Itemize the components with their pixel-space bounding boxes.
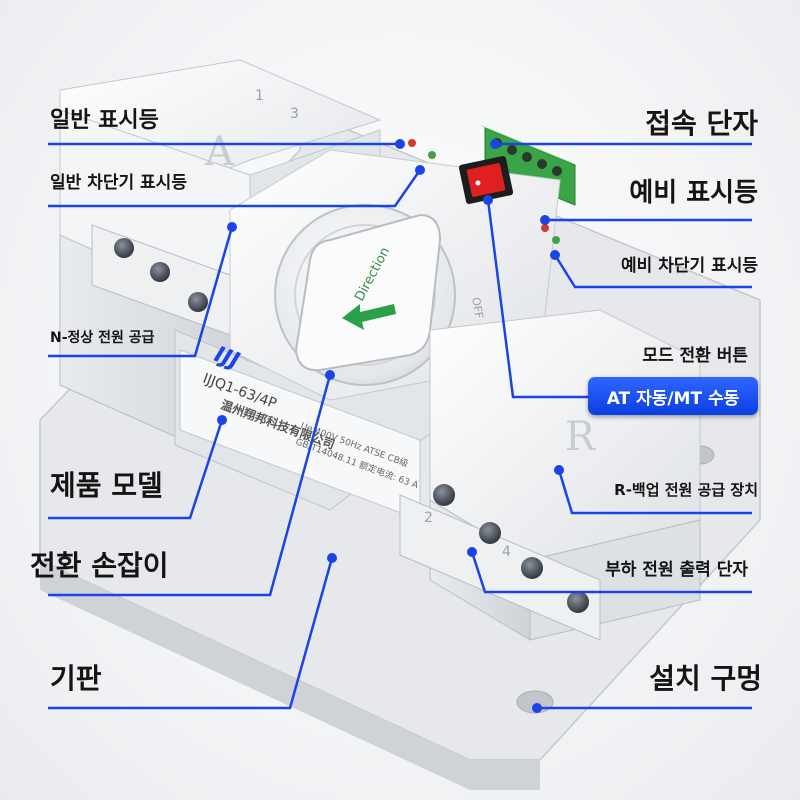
leader-dot	[467, 547, 477, 557]
normal-breaker-led	[428, 151, 436, 159]
face-letter-a: A	[204, 129, 235, 175]
leader-lines	[48, 142, 752, 710]
leader-dot	[227, 222, 237, 232]
terminal-number: 2	[424, 510, 433, 526]
label-backup-breaker-indicator: 예비 차단기 표시등	[621, 256, 758, 276]
label-switch-handle: 전환 손잡이	[30, 549, 169, 582]
leader-dot	[540, 215, 550, 225]
label-connection-terminal: 접속 단자	[645, 107, 758, 140]
label-r-backup-supply: R-백업 전원 공급 장치	[614, 481, 758, 499]
backup-indicator-led	[541, 224, 549, 232]
direction-arrow	[342, 304, 396, 330]
terminal-screw	[479, 522, 501, 544]
mode-values-pill: AT 자동/MT 수동	[588, 377, 758, 415]
leader-dots	[217, 139, 564, 713]
normal-indicator-led	[408, 139, 416, 147]
terminal-screw	[433, 484, 455, 506]
leader-dot	[554, 465, 564, 475]
label-mounting-hole: 설치 구멍	[649, 662, 762, 695]
leader-dot	[395, 139, 405, 149]
label-normal-indicator: 일반 표시등	[50, 108, 159, 133]
terminal-screw	[114, 238, 134, 258]
label-mode-switch-button: 모드 전환 버튼	[642, 346, 748, 366]
terminal-screw	[567, 591, 589, 613]
leader-dot	[415, 165, 425, 175]
leader-dot	[490, 139, 500, 149]
leader-dot	[532, 703, 542, 713]
terminal-screw	[521, 557, 543, 579]
breaker-module-r: R 2 4	[399, 309, 701, 641]
backup-breaker-led	[552, 236, 560, 244]
terminal-number: 1	[255, 88, 264, 104]
leader-dot	[217, 415, 227, 425]
off-label: OFF	[469, 296, 486, 319]
terminal-screw	[150, 262, 170, 282]
terminal-number: 4	[502, 544, 511, 560]
label-product-model: 제품 모델	[50, 469, 163, 502]
label-base-plate: 기판	[50, 662, 102, 695]
terminal-number: 3	[290, 106, 299, 122]
switch-handle: Direction	[274, 204, 456, 386]
label-load-output-terminal: 부하 전원 출력 단자	[605, 560, 748, 580]
label-n-normal-supply: N-정상 전원 공급	[50, 330, 155, 346]
label-normal-breaker-indicator: 일반 차단기 표시등	[50, 173, 187, 193]
leader-dot	[483, 195, 493, 205]
leader-dot	[325, 370, 335, 380]
label-backup-indicator: 예비 표시등	[629, 178, 758, 208]
terminal-screw	[188, 292, 208, 312]
face-letter-r: R	[565, 414, 597, 460]
leader-dot	[550, 250, 560, 260]
mode-switch-button	[458, 156, 514, 204]
leader-dot	[327, 553, 337, 563]
